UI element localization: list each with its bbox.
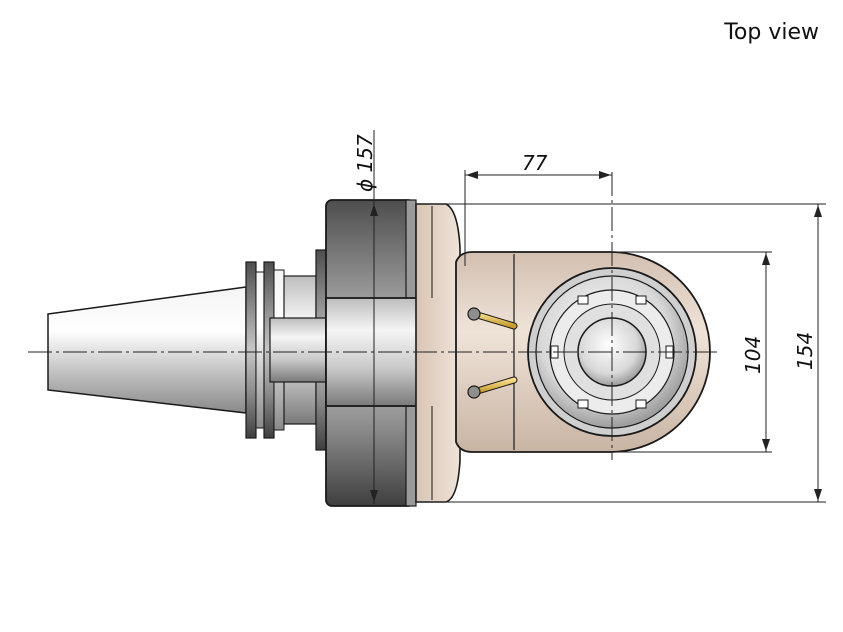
taper-shank [47,286,247,414]
dimension-77: 77 [522,151,548,175]
view-title: Top view [724,20,819,45]
dimension-diameter-157: ϕ 157 [353,134,377,192]
retention-step [269,317,331,383]
dimension-lines [370,130,826,504]
brass-pins [467,307,518,399]
dimension-104: 104 [741,336,765,374]
dimension-154: 154 [793,332,817,370]
body-flange-face [415,203,461,503]
